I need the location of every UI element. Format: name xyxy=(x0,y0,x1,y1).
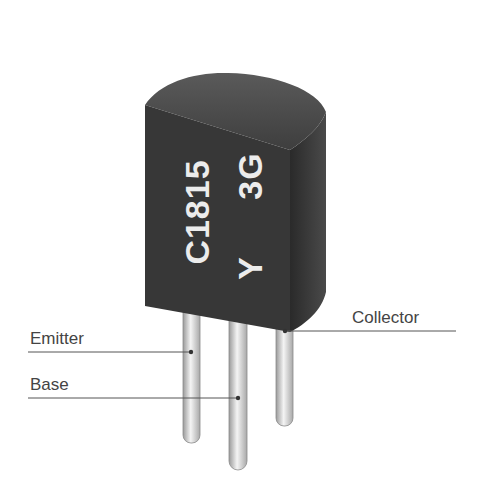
emitter-lead xyxy=(183,300,200,443)
collector-leader xyxy=(285,331,456,332)
leader-lines xyxy=(28,329,456,400)
emitter-dot xyxy=(189,350,193,354)
collector-dot xyxy=(283,329,287,333)
base-leader xyxy=(28,398,238,399)
grade-marking: Y xyxy=(233,256,267,280)
date-code: 3G xyxy=(233,152,267,199)
part-marking: C1815 xyxy=(180,159,214,264)
pin-name: Base xyxy=(30,376,69,393)
base-dot xyxy=(236,396,240,400)
body-flat-face xyxy=(145,105,290,332)
base-lead xyxy=(229,300,247,470)
pin-name: Emitter xyxy=(30,330,84,347)
emitter-leader xyxy=(28,352,191,353)
pin-name: Collector xyxy=(352,309,419,326)
